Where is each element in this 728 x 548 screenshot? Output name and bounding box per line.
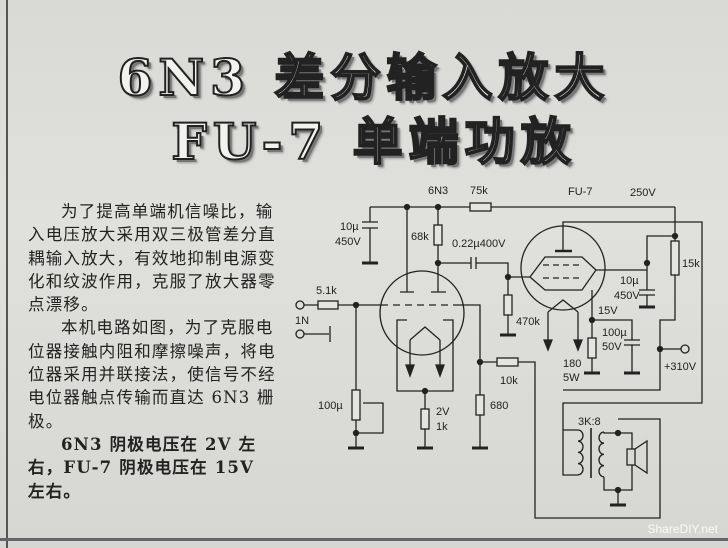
- resistor-680: [475, 394, 485, 416]
- label-310v: +310V: [664, 361, 697, 373]
- label-2v: 2V: [436, 406, 450, 418]
- capacitor-10u: [362, 207, 378, 263]
- label-transformer: 3K:8: [578, 416, 601, 428]
- label-c1-voltage: 450V: [335, 236, 361, 248]
- b-plus-terminal[interactable]: [680, 344, 690, 354]
- resistor-75k: [469, 202, 492, 212]
- label-15k: 15k: [682, 258, 700, 270]
- primary-wire: [562, 429, 578, 476]
- title-line-2: FU-7 单端功放: [170, 111, 577, 172]
- junction: [352, 429, 360, 437]
- grids: [543, 264, 583, 279]
- speaker-magnet: [626, 448, 636, 466]
- junction: [614, 486, 622, 494]
- junction: [421, 387, 429, 395]
- junction: [671, 232, 679, 240]
- label-5w: 5W: [563, 372, 580, 384]
- label-pot: 100µ: [318, 400, 343, 412]
- label-c3-value: 100µ: [602, 327, 627, 339]
- label-1k: 1k: [436, 421, 448, 433]
- coupling-capacitor: [438, 257, 509, 277]
- resistor-15k: [670, 240, 680, 276]
- watermark: ShareDIY.net: [647, 522, 719, 536]
- junction: [614, 429, 622, 437]
- label-c2-value: 10µ: [620, 275, 639, 287]
- input-jack[interactable]: [295, 300, 305, 310]
- supply-wire: [563, 207, 676, 391]
- label-250v: 250V: [630, 187, 656, 199]
- paragraph: 为了提高单端机信噪比，输入电压放大采用双三极管差分直耦输入放大，有效地抑制电源变…: [28, 202, 276, 315]
- label-180: 180: [563, 358, 581, 370]
- resistor-1k: [420, 408, 430, 430]
- speaker-cone: [634, 439, 648, 475]
- bottom-rule: [0, 538, 728, 541]
- heater-arrows: [543, 339, 583, 352]
- plates: [400, 207, 446, 293]
- wire: [591, 269, 647, 320]
- potentiometer: [351, 389, 361, 421]
- label-fu7: FU-7: [568, 186, 592, 198]
- label-c1-value: 10µ: [340, 221, 359, 233]
- wire: [304, 326, 331, 342]
- cathode-structure: [529, 256, 597, 291]
- paragraph: 6N3 阴极电压在 2V 左右，FU-7 阴极电压在 15V 左右。: [28, 434, 257, 501]
- label-680: 680: [490, 400, 508, 412]
- plate-wire: [562, 221, 703, 430]
- label-input: 1N: [295, 315, 309, 327]
- heater: [409, 326, 441, 365]
- label-5k1: 5.1k: [316, 285, 337, 297]
- label-15v: 15V: [598, 305, 618, 317]
- paragraph: 本机电路如图，为了克服电位器接触内阻和摩擦噪声，将电位器采用并联接法，使信号不经…: [28, 318, 276, 431]
- primary-coil: [577, 429, 584, 476]
- wire: [304, 304, 381, 390]
- article-text: 为了提高单端机信噪比，输入电压放大采用双三极管差分直耦输入放大，有效地抑制电源变…: [28, 200, 278, 503]
- resistor-5k1: [317, 300, 339, 310]
- label-6n3: 6N3: [428, 185, 448, 197]
- label-68k: 68k: [411, 231, 429, 243]
- label-c3-voltage: 50V: [602, 341, 622, 353]
- label-75k: 75k: [470, 185, 488, 197]
- label-10k: 10k: [500, 375, 518, 387]
- junction: [352, 301, 360, 309]
- heater-arrows: [405, 364, 445, 378]
- column-rule: [6, 0, 8, 548]
- resistor-10k: [496, 357, 519, 367]
- label-470k: 470k: [516, 316, 540, 328]
- secondary-coil: [598, 431, 605, 478]
- label-coupling-cap: 0.22µ400V: [452, 238, 506, 250]
- heater: [547, 299, 579, 340]
- tube-6n3: [379, 270, 465, 356]
- input-ground-jack: [295, 329, 305, 339]
- junction: [476, 358, 484, 366]
- junction: [643, 259, 651, 267]
- resistor-470k: [503, 294, 513, 316]
- secondary-wire: [603, 432, 633, 505]
- label-c2-voltage: 450V: [614, 290, 640, 302]
- title-line-1: 6N3 差分输入放大: [117, 47, 611, 108]
- resistor-68k: [433, 224, 443, 246]
- resistor-180: [587, 337, 597, 359]
